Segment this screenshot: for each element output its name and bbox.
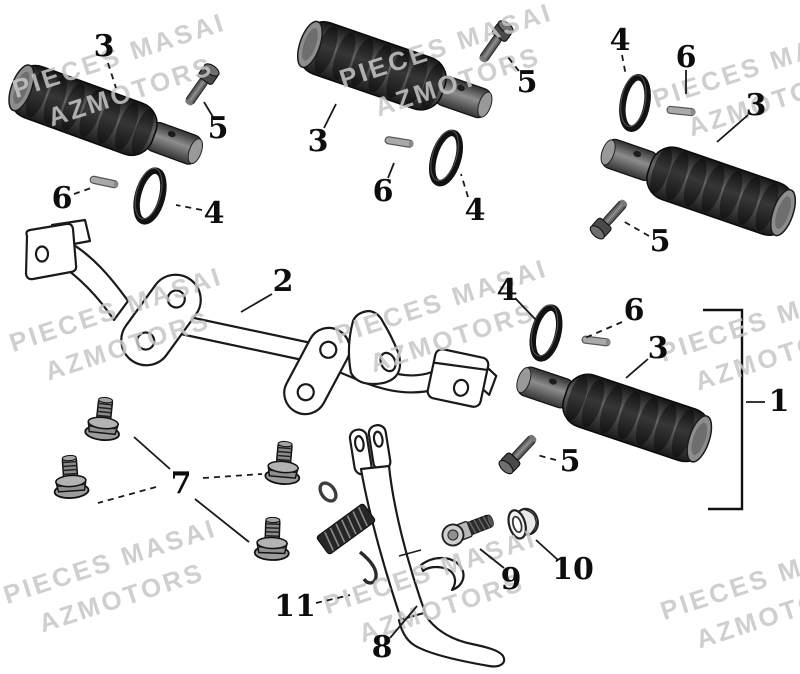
callout-label-5[interactable]: 5: [516, 65, 538, 100]
callout-label-3[interactable]: 3: [307, 124, 329, 159]
leader-line-7: [97, 486, 157, 504]
callout-label-6[interactable]: 6: [623, 293, 645, 328]
leader-line-3: [323, 103, 337, 129]
leader-line-5: [506, 55, 520, 72]
callout-label-3[interactable]: 3: [745, 88, 767, 123]
callout-label-7[interactable]: 7: [170, 466, 192, 501]
callout-label-11[interactable]: 11: [274, 589, 316, 624]
callout-label-4[interactable]: 4: [609, 23, 631, 58]
callout-label-4[interactable]: 4: [496, 273, 518, 308]
leader-line-2: [240, 293, 273, 313]
leader-line-7: [133, 436, 171, 470]
leader-line-5: [622, 220, 650, 237]
leader-line-10: [535, 539, 559, 561]
leader-line-7: [202, 473, 263, 479]
leader-line-3: [716, 114, 749, 143]
callout-label-1[interactable]: 1: [768, 384, 790, 419]
leader-line-4: [175, 204, 203, 211]
callout-label-3[interactable]: 3: [93, 29, 115, 64]
callout-label-6[interactable]: 6: [51, 181, 73, 216]
leader-line-8: [389, 605, 418, 639]
callout-label-2[interactable]: 2: [272, 264, 294, 299]
group-bracket: [703, 308, 744, 511]
callout-label-5[interactable]: 5: [559, 444, 581, 479]
leader-line-4: [514, 297, 537, 321]
callout-label-6[interactable]: 6: [372, 174, 394, 209]
stand-flange-nut: [507, 507, 539, 540]
callout-label-6[interactable]: 6: [675, 40, 697, 75]
callout-label-5[interactable]: 5: [649, 224, 671, 259]
callout-label-4[interactable]: 4: [203, 196, 225, 231]
callout-label-9[interactable]: 9: [500, 562, 522, 597]
leader-line-5: [203, 101, 214, 118]
side-stand: [348, 424, 506, 668]
leader-line-5: [536, 454, 557, 461]
footrest-crossbar: [24, 218, 498, 416]
callout-label-5[interactable]: 5: [207, 111, 229, 146]
leader-line-4: [460, 173, 469, 198]
callout-label-8[interactable]: 8: [371, 630, 393, 665]
stand-spring: [316, 481, 378, 585]
leader-line-6: [73, 187, 92, 195]
leader-line-3: [625, 358, 649, 379]
leader-line-6: [387, 162, 395, 179]
callout-label-10[interactable]: 10: [552, 552, 594, 587]
leader-line-4: [621, 54, 627, 77]
callout-label-3[interactable]: 3: [647, 331, 669, 366]
leader-line-3: [107, 62, 117, 89]
leader-line-7: [194, 498, 250, 543]
stand-pivot-bolt: [441, 514, 494, 547]
leader-line-6: [584, 321, 623, 339]
leader-line-11: [315, 594, 351, 604]
callout-label-4[interactable]: 4: [464, 193, 486, 228]
leader-line-9: [479, 548, 505, 569]
